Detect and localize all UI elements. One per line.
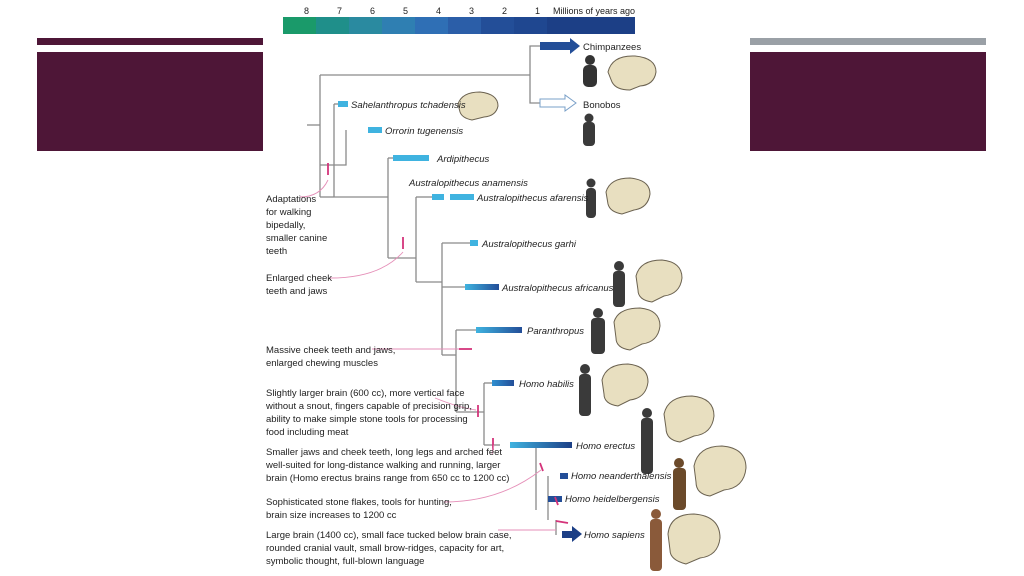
tick-label: 8 [304,6,309,16]
africanus-bar [465,284,499,290]
taxon-labels: Chimpanzees Bonobos Sahelanthropus tchad… [351,42,672,541]
timeline-segment [514,17,547,34]
erectus-skull [663,395,715,443]
chimpanzee-arrow [540,38,580,54]
taxon-heidelbergensis: Homo heidelbergensis [565,494,660,505]
ardipithecus-bar [393,155,429,161]
taxon-sapiens: Homo sapiens [584,530,645,541]
taxon-habilis: Homo habilis [519,379,574,390]
africanus-skull [635,259,683,303]
annotation-notes: Adaptations for walking bipedally, small… [265,194,514,567]
afarensis-figure [586,178,596,218]
paranthropus-bar [476,327,522,333]
note-flakes: Sophisticated stone flakes, tools for hu… [266,497,455,521]
neanderthal-skull [693,445,747,497]
timeline-segment [547,17,635,34]
paranthropus-figure [591,308,605,354]
afarensis-bar [450,194,474,200]
taxon-ardipithecus: Ardipithecus [436,154,490,165]
sapiens-skull [667,513,721,565]
taxon-orrorin: Orrorin tugenensis [385,126,463,137]
taxon-sahelanthropus: Sahelanthropus tchadensis [351,100,466,111]
trait-markers [327,163,569,524]
note-bipedal: Adaptations for walking bipedally, small… [266,194,330,257]
right-accent-block [750,52,986,151]
figures [579,55,686,571]
habilis-bar [492,380,514,386]
anamensis-bar [432,194,444,200]
neanderthalensis-bar [560,473,568,479]
timeline-segment [349,17,382,34]
taxon-chimpanzees: Chimpanzees [583,42,641,53]
bonobo-figure [583,113,595,146]
tick-label: 6 [370,6,375,16]
note-habilis: Slightly larger brain (600 cc), more ver… [265,388,475,438]
sapiens-figure [650,509,662,571]
note-cheek: Enlarged cheek teeth and jaws [266,273,335,297]
left-accent-line [37,38,263,45]
note-connectors [299,179,556,531]
taxon-garhi: Australopithecus garhi [481,239,577,250]
chimpanzee-skull [607,55,657,91]
timeline-segment [481,17,514,34]
timeline-unit-label: Millions of years ago [553,6,635,16]
branch-lines [307,45,557,535]
tick-label: 3 [469,6,474,16]
tick-label: 5 [403,6,408,16]
taxon-erectus: Homo erectus [576,441,635,452]
species-bars [338,38,582,542]
taxon-paranthropus: Paranthropus [527,326,584,337]
sahelanthropus-bar [338,101,348,107]
left-accent-block [37,52,263,151]
timeline-segment [382,17,415,34]
taxon-bonobos: Bonobos [583,100,621,111]
sapiens-arrow [562,526,582,542]
note-massive: Massive cheek teeth and jaws, enlarged c… [266,345,398,369]
timeline-segment [448,17,481,34]
erectus-figure [641,408,653,474]
taxon-africanus: Australopithecus africanus [501,283,614,294]
erectus-bar [510,442,572,448]
tick-label: 7 [337,6,342,16]
timeline-segment [283,17,316,34]
timeline-segment [415,17,448,34]
garhi-bar [470,240,478,246]
tick-label: 4 [436,6,441,16]
tick-label: 2 [502,6,507,16]
habilis-figure [579,364,591,416]
timeline-scale: 8 7 6 5 4 3 2 1 Millions of years ago [283,6,635,34]
afarensis-skull [605,177,651,215]
tick-label: 1 [535,6,540,16]
right-accent-line [750,38,986,45]
skulls [457,55,747,565]
habilis-skull [601,363,649,407]
taxon-neanderthalensis: Homo neanderthalensis [571,471,672,482]
note-erectus: Smaller jaws and cheek teeth, long legs … [265,447,509,484]
note-sapiens: Large brain (1400 cc), small face tucked… [266,530,514,567]
orrorin-bar [368,127,382,133]
sahelanthropus-skull [457,91,499,121]
chimpanzee-figure [583,55,597,87]
taxon-afarensis: Australopithecus afarensis [476,193,589,204]
bonobo-arrow [539,94,577,112]
africanus-figure [613,261,625,307]
neanderthal-figure [673,458,686,510]
taxon-anamensis: Australopithecus anamensis [408,178,528,189]
timeline-segment [316,17,349,34]
paranthropus-skull [613,307,661,351]
